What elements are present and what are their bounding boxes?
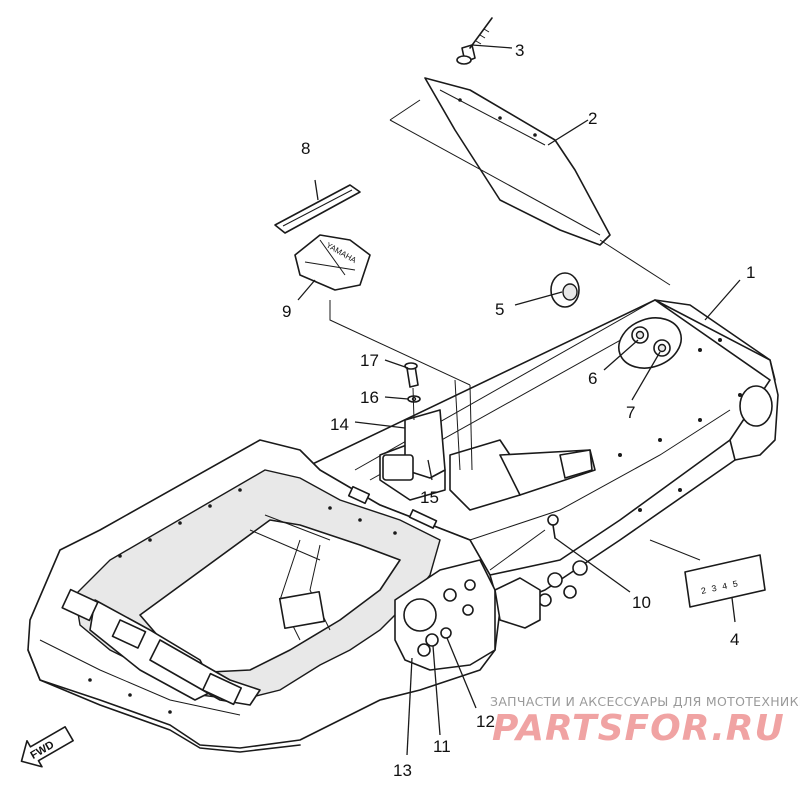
watermark: ЗАПЧАСТИ И АКСЕССУАРЫ ДЛЯ МОТОТЕХНИКИ PA… <box>490 694 800 749</box>
callout-2: 2 <box>588 109 597 128</box>
watermark-tagline: ЗАПЧАСТИ И АКСЕССУАРЫ ДЛЯ МОТОТЕХНИКИ <box>490 694 800 709</box>
battery-bracket <box>379 379 596 511</box>
callout-9: 9 <box>282 302 291 321</box>
rim-bolts <box>88 488 397 714</box>
part-10-bolt <box>489 514 559 571</box>
part-6-7-nuts <box>631 326 671 357</box>
callout-4: 4 <box>730 630 739 649</box>
part-16-17-bolt <box>404 362 421 421</box>
part-3-screw <box>456 17 493 65</box>
callout-1: 1 <box>746 263 755 282</box>
callout-11: 11 <box>433 737 451 756</box>
callout-10: 10 <box>632 593 651 612</box>
callout-6: 6 <box>588 369 597 388</box>
callout-3: 3 <box>515 41 524 60</box>
part-8-strap <box>274 184 361 234</box>
callout-14: 14 <box>330 415 349 434</box>
watermark-brand: PARTSFOR.RU <box>492 708 785 749</box>
callout-8: 8 <box>301 139 310 158</box>
callout-7: 7 <box>626 403 635 422</box>
callout-13: 13 <box>393 761 412 780</box>
callout-16: 16 <box>360 388 379 407</box>
callout-labels: 1 2 3 4 5 6 7 8 9 10 11 12 13 14 15 16 1… <box>282 41 755 780</box>
callout-17: 17 <box>360 351 379 370</box>
callout-12: 12 <box>476 712 495 731</box>
part-4-plate: 2 3 4 5 <box>649 539 766 608</box>
part-5-grommet <box>550 272 580 308</box>
fwd-arrow: FWD <box>20 726 74 768</box>
callout-5: 5 <box>495 300 504 319</box>
part-11-13-bolts <box>417 627 452 657</box>
part-2-cover-panel <box>389 77 671 286</box>
chassis-frame <box>27 299 779 753</box>
part-9-tool-bag: YAMAHA <box>294 234 471 386</box>
callout-15: 15 <box>420 488 439 507</box>
leader-lines <box>297 44 741 756</box>
